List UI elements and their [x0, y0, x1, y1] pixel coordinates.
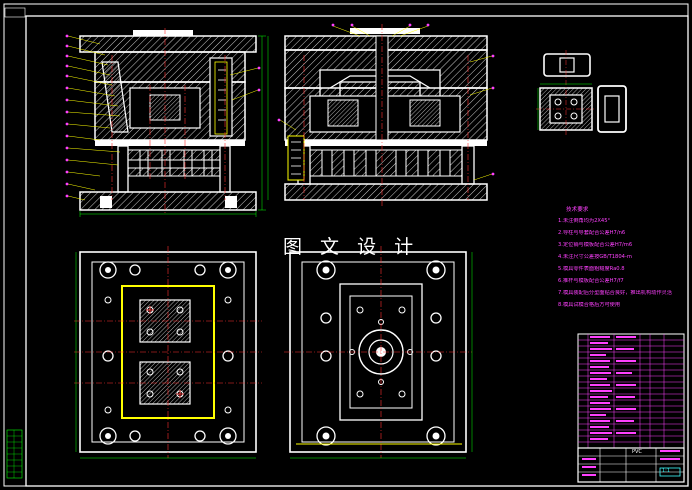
note-line: 4.未注尺寸公差按GB/T1804-m — [558, 253, 632, 260]
notes-title: 技术要求 — [566, 207, 589, 213]
note-line: 8.模具试模合格后方可使用 — [558, 301, 621, 308]
top-clamp-plate — [79, 35, 257, 53]
drawing-scale: 1:1 — [662, 468, 671, 474]
note-line: 5.模具零件表面粗糙度Ra0.8 — [558, 265, 625, 272]
drawing-name: PVC — [632, 449, 642, 455]
bottom-clamp-plate — [79, 191, 257, 211]
note-line: 6.推杆与模板配合公差H7/f7 — [558, 277, 624, 284]
parts-list-table — [577, 333, 685, 449]
angled-pin — [101, 61, 129, 133]
watermark-text: 图 文 设 计 — [283, 236, 420, 258]
part-detail-views — [536, 50, 627, 136]
note-line: 7.模具装配后分型面贴合良好，推出机构动作灵活 — [558, 289, 672, 296]
note-line: 1.未注倒角均为2X45° — [558, 217, 611, 224]
section-view-right — [267, 23, 495, 208]
slider-left — [209, 57, 233, 137]
note-line: 3.定位销与模板配合公差H7/m6 — [558, 241, 633, 248]
plan-view-right — [284, 246, 473, 459]
note-line: 2.导柱与导套配合公差H7/n6 — [558, 229, 626, 236]
plan-view-left — [74, 246, 262, 459]
section-view-left — [65, 28, 266, 217]
title-block — [577, 447, 685, 483]
technical-requirements: 技术要求 1.未注倒角均为2X45° 2.导柱与导套配合公差H7/n6 3.定位… — [558, 207, 688, 314]
sprue-bushing-top — [133, 30, 193, 36]
drawing-border — [3, 3, 689, 487]
